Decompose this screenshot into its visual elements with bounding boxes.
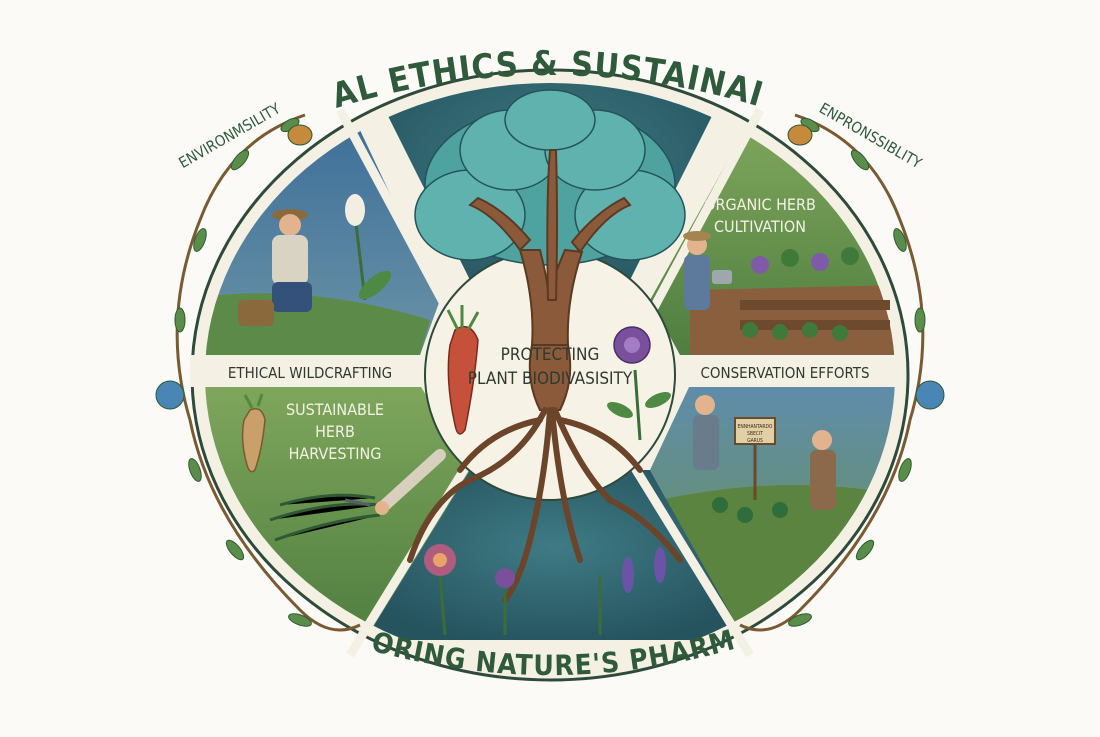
- left-vine-icon: [155, 113, 361, 632]
- orchid-icon: [345, 194, 392, 301]
- left-label-band: [190, 355, 430, 387]
- center-label-1: PROTECTING: [501, 345, 600, 365]
- right-vine-icon: [739, 113, 945, 632]
- sign-text-2: SBECIT: [747, 431, 763, 437]
- tree-icon: [407, 89, 686, 603]
- label-wildcrafting: ETHICAL WILDCRAFTING: [228, 364, 392, 382]
- label-conservation: CONSERVATION EFFORTS: [700, 364, 869, 382]
- basket-icon: [238, 300, 274, 326]
- shears-icon: [344, 449, 446, 515]
- label-cultivation-1: ORGANIC HERB: [704, 195, 816, 214]
- sign-text-1: ENNHANTARDO: [738, 424, 773, 430]
- label-cultivation-2: CULTIVATION: [714, 217, 806, 236]
- bottom-roots-panel: [365, 470, 745, 640]
- label-harvesting-1: SUSTAINABLE: [286, 400, 384, 419]
- label-harvesting-3: HARVESTING: [289, 444, 382, 463]
- gardener-figure: [683, 231, 732, 310]
- wildcrafter-figure: [238, 209, 312, 326]
- sign-text-3: GARUS: [747, 438, 763, 444]
- side-label-right: ENPRONSSIBLITY: [816, 99, 925, 173]
- center-label-2: PLANT BIODIVASISITY: [468, 369, 633, 389]
- bottom-herbs: [424, 544, 666, 636]
- label-harvesting-2: HERB: [315, 422, 355, 441]
- flower-icon: [607, 326, 671, 441]
- conservation-scene: [693, 395, 836, 523]
- side-label-left: ENVIRONMSILITY: [176, 99, 284, 172]
- herb-rows: [740, 247, 890, 341]
- watering-can-icon: [712, 270, 732, 284]
- ginseng-root-icon: [241, 393, 266, 473]
- root-icon: [446, 305, 480, 435]
- right-label-band: [672, 355, 897, 387]
